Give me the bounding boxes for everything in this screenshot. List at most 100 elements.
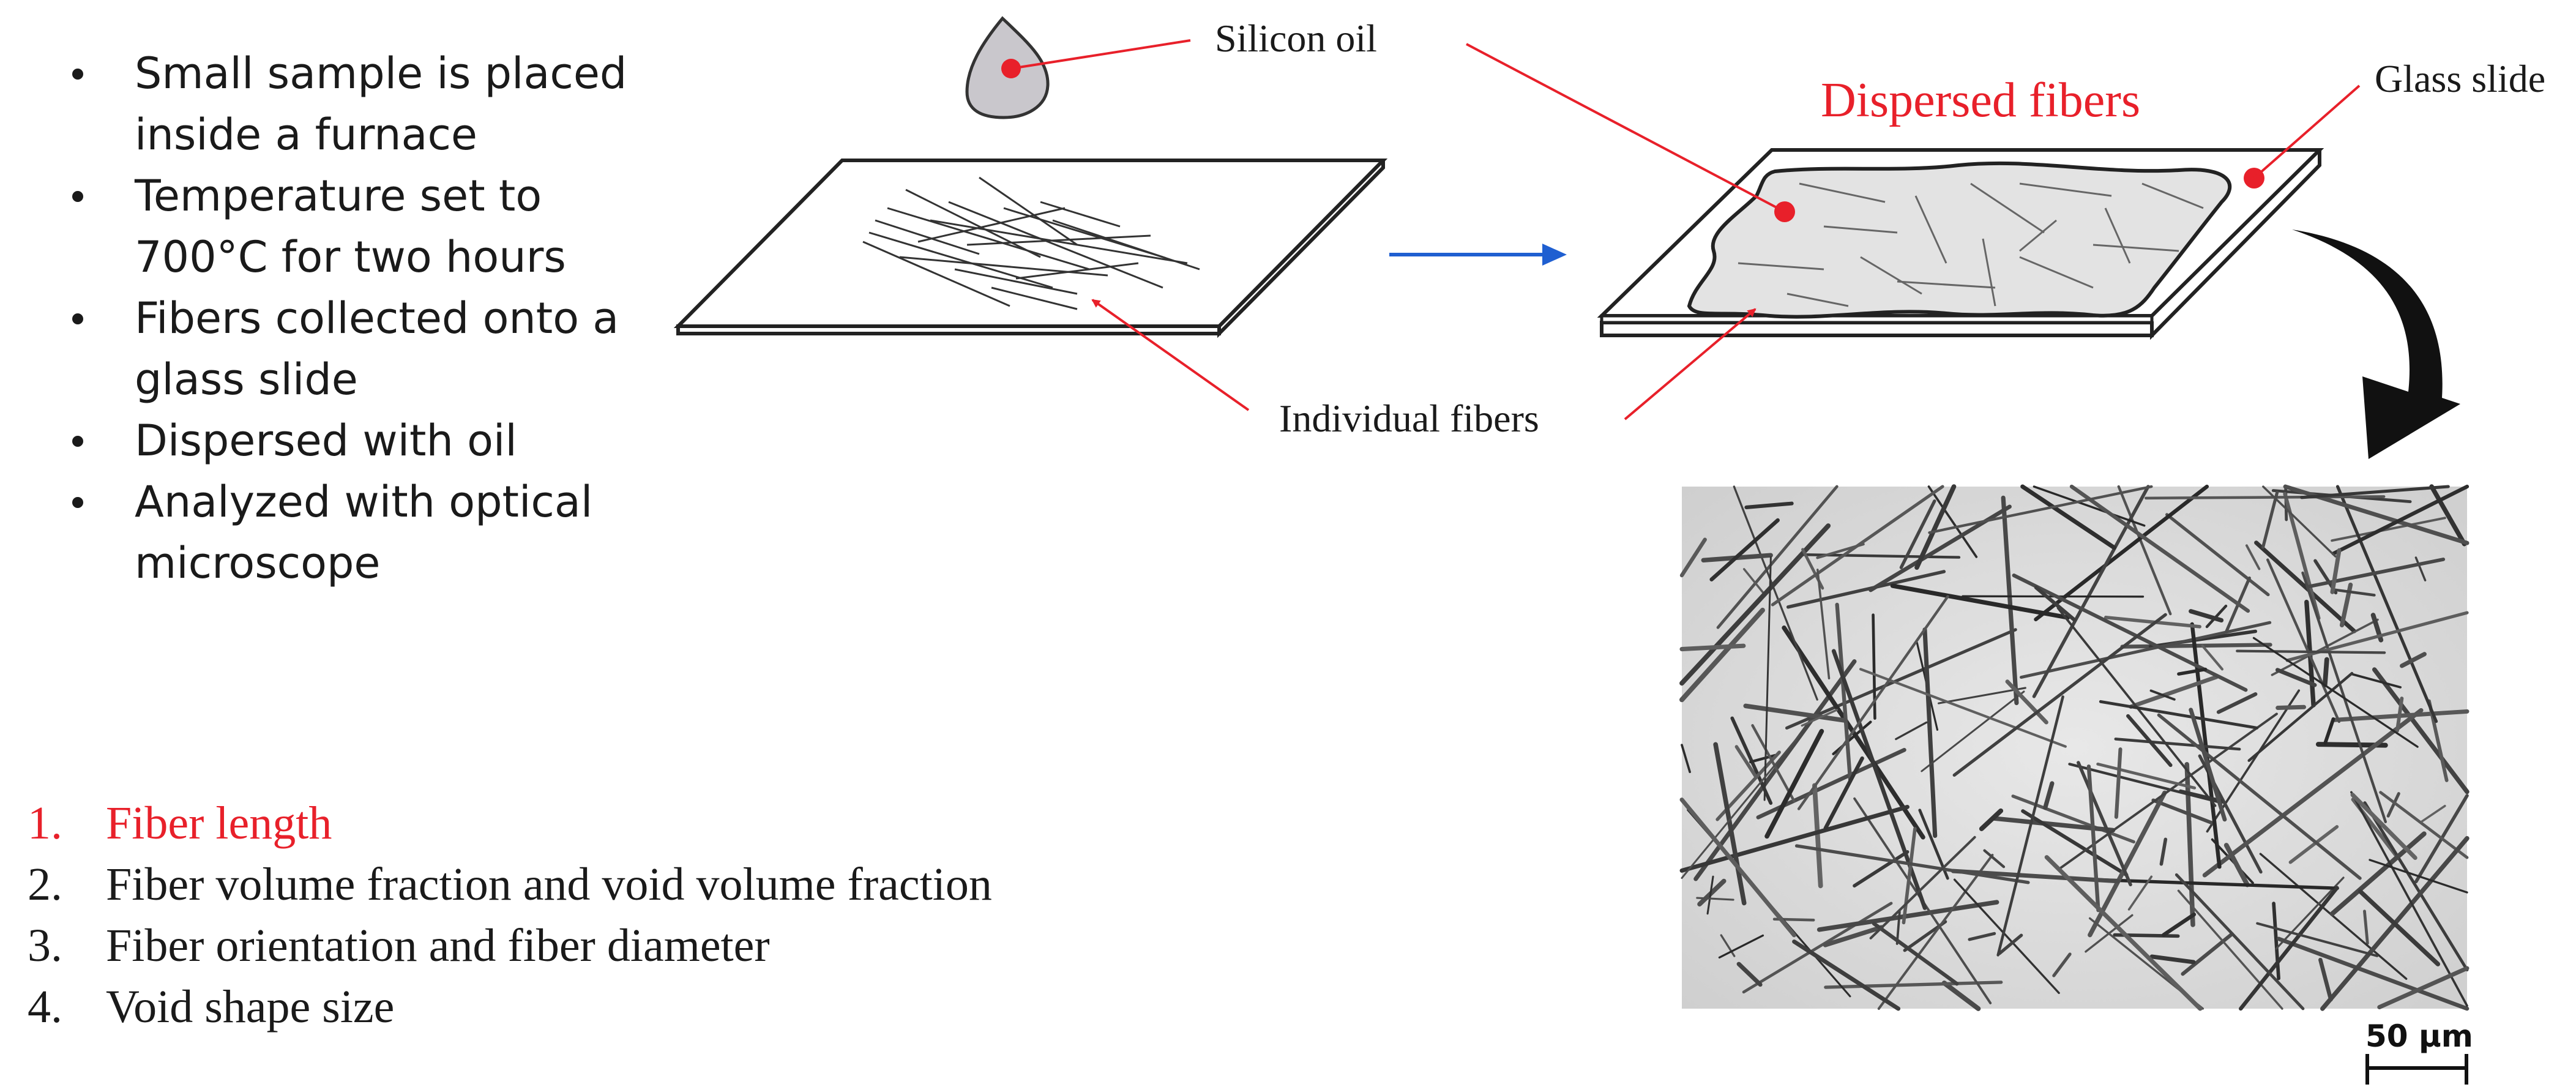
micrograph-fiber — [2012, 573, 2248, 692]
micrograph-fiber — [1895, 721, 1928, 741]
micrograph-fiber — [2011, 794, 2135, 844]
micrograph-fiber — [1679, 607, 1765, 703]
fiber-bundle — [862, 176, 1200, 310]
micrograph-fiber — [1718, 934, 1764, 959]
micrograph-fiber — [2272, 902, 2280, 981]
micrograph-fiber — [2254, 540, 2357, 633]
micrograph-fiber — [1859, 668, 2067, 748]
measurement-number: 1. — [28, 798, 62, 849]
micrograph-fiber — [2306, 558, 2446, 589]
dispersed-fibers-lines — [1738, 182, 2204, 307]
micrograph-fiber — [2043, 781, 2055, 810]
micrograph-fiber — [2276, 936, 2470, 1011]
micrograph-fiber — [1720, 934, 1736, 957]
measurement-item: 3. Fiber orientation and fiber diameter — [28, 915, 992, 976]
silicon-oil-label: Silicon oil — [1215, 17, 1377, 60]
micrograph-fiber — [2350, 673, 2402, 689]
micrograph-fiber — [1953, 878, 2060, 995]
micrograph-fiber — [2114, 747, 2122, 819]
micrograph-fiber — [2318, 957, 2333, 1002]
micrograph-fiber — [2283, 491, 2321, 621]
micrograph-fiber — [1812, 783, 1823, 889]
silicon-oil-leader — [1010, 39, 1191, 70]
micrograph-fiber — [1816, 900, 1999, 932]
micrograph-fiber — [1786, 570, 1946, 609]
process-step: Temperature set to 700°C for two hours — [67, 165, 667, 288]
micrograph-fiber — [1733, 485, 1818, 701]
micrograph-fiber — [1941, 981, 1981, 1011]
micrograph-fiber — [2369, 859, 2468, 894]
micrograph-fiber — [1921, 690, 2025, 772]
micrograph-fiber — [2256, 922, 2379, 957]
micrograph-fiber — [1697, 878, 1727, 907]
micrograph-fiber — [1681, 744, 1691, 774]
individual-fibers-leader-right — [1624, 308, 1757, 420]
micrograph-fiber — [2400, 652, 2427, 668]
micrograph-fiber — [1902, 827, 1917, 925]
measurement-text: Fiber length — [106, 798, 332, 849]
micrograph-fiber — [1792, 939, 1901, 1011]
micrograph-fibers — [1679, 484, 2470, 1011]
micrograph-fiber — [1751, 724, 1796, 803]
glass-slide-leader — [2253, 84, 2361, 179]
micrograph-fiber — [1998, 933, 2023, 955]
micrograph-fiber — [1928, 485, 2153, 534]
process-steps-list: Small sample is placed inside a furnace … — [67, 43, 667, 594]
micrograph-fiber — [1922, 627, 1938, 839]
micrograph-fiber — [1679, 805, 1910, 873]
micrograph-fiber — [1771, 485, 1944, 607]
micrograph-fiber — [2086, 764, 2100, 913]
micrograph-fiber — [1927, 485, 1978, 558]
micrograph-fiber — [1742, 568, 1765, 595]
micrograph-fiber — [1716, 485, 1839, 629]
process-step: Small sample is placed inside a furnace — [67, 43, 667, 165]
micrograph-fiber — [1797, 595, 1949, 810]
micrograph-fiber — [1979, 808, 2004, 831]
scale-bar-label: 50 µm — [2365, 1018, 2473, 1054]
micrograph-fiber — [2329, 831, 2427, 916]
micrograph-fiber — [2096, 762, 2197, 790]
micrograph-fiber — [2262, 485, 2337, 558]
micrograph-fiber — [1890, 583, 2070, 620]
dispersed-fibers-leader — [1466, 43, 1785, 213]
measurement-number: 3. — [28, 920, 62, 971]
micrograph-fiber — [2363, 801, 2469, 972]
micrograph-fiber — [1853, 850, 1910, 888]
measurement-number: 4. — [28, 981, 62, 1033]
micrograph-fiber — [1823, 925, 1884, 947]
micrograph-fiber — [2322, 657, 2329, 687]
micrograph-fiber — [1872, 921, 1959, 986]
micrograph-fiber — [2216, 692, 2258, 714]
micrograph-fiber — [1749, 753, 1777, 764]
measurement-item: 4. Void shape size — [28, 976, 992, 1037]
curved-arrow-icon — [2292, 230, 2460, 459]
micrograph-fiber — [1734, 745, 1758, 779]
micrograph-fiber — [1681, 734, 1801, 880]
micrograph-fiber — [2330, 548, 2342, 594]
process-arrow-icon — [1542, 244, 1567, 266]
micrograph-fiber — [2165, 513, 2270, 597]
micrograph-fiber — [2104, 615, 2201, 629]
micrograph-fiber — [1801, 709, 1839, 727]
micrograph-fiber — [2149, 954, 2196, 965]
micrograph-fiber — [2149, 689, 2176, 701]
micrograph-fiber — [2379, 791, 2469, 859]
micrograph-fiber — [2300, 485, 2450, 499]
micrograph-fiber — [2177, 889, 2283, 1010]
micrograph-fiber — [2189, 609, 2224, 623]
micrograph-fiber — [1679, 798, 1796, 938]
measurement-text: Void shape size — [106, 981, 395, 1033]
micrograph-fiber — [1899, 499, 1936, 569]
micrograph-fiber — [2239, 886, 2339, 1011]
micrograph-fiber — [2175, 873, 2305, 1010]
micrograph-fiber — [1952, 613, 2167, 777]
micrograph-fiber — [2288, 825, 2339, 864]
micrograph-fiber — [2372, 667, 2470, 794]
micrograph-fiber — [2021, 809, 2129, 877]
micrograph-fiber — [2275, 668, 2317, 687]
glass-slide-left — [673, 159, 1388, 338]
micrograph-fiber — [2358, 889, 2441, 966]
micrograph-fiber — [1713, 742, 1747, 906]
micrograph-fiber — [2377, 966, 2470, 1009]
micrograph-fiber — [2271, 618, 2379, 676]
